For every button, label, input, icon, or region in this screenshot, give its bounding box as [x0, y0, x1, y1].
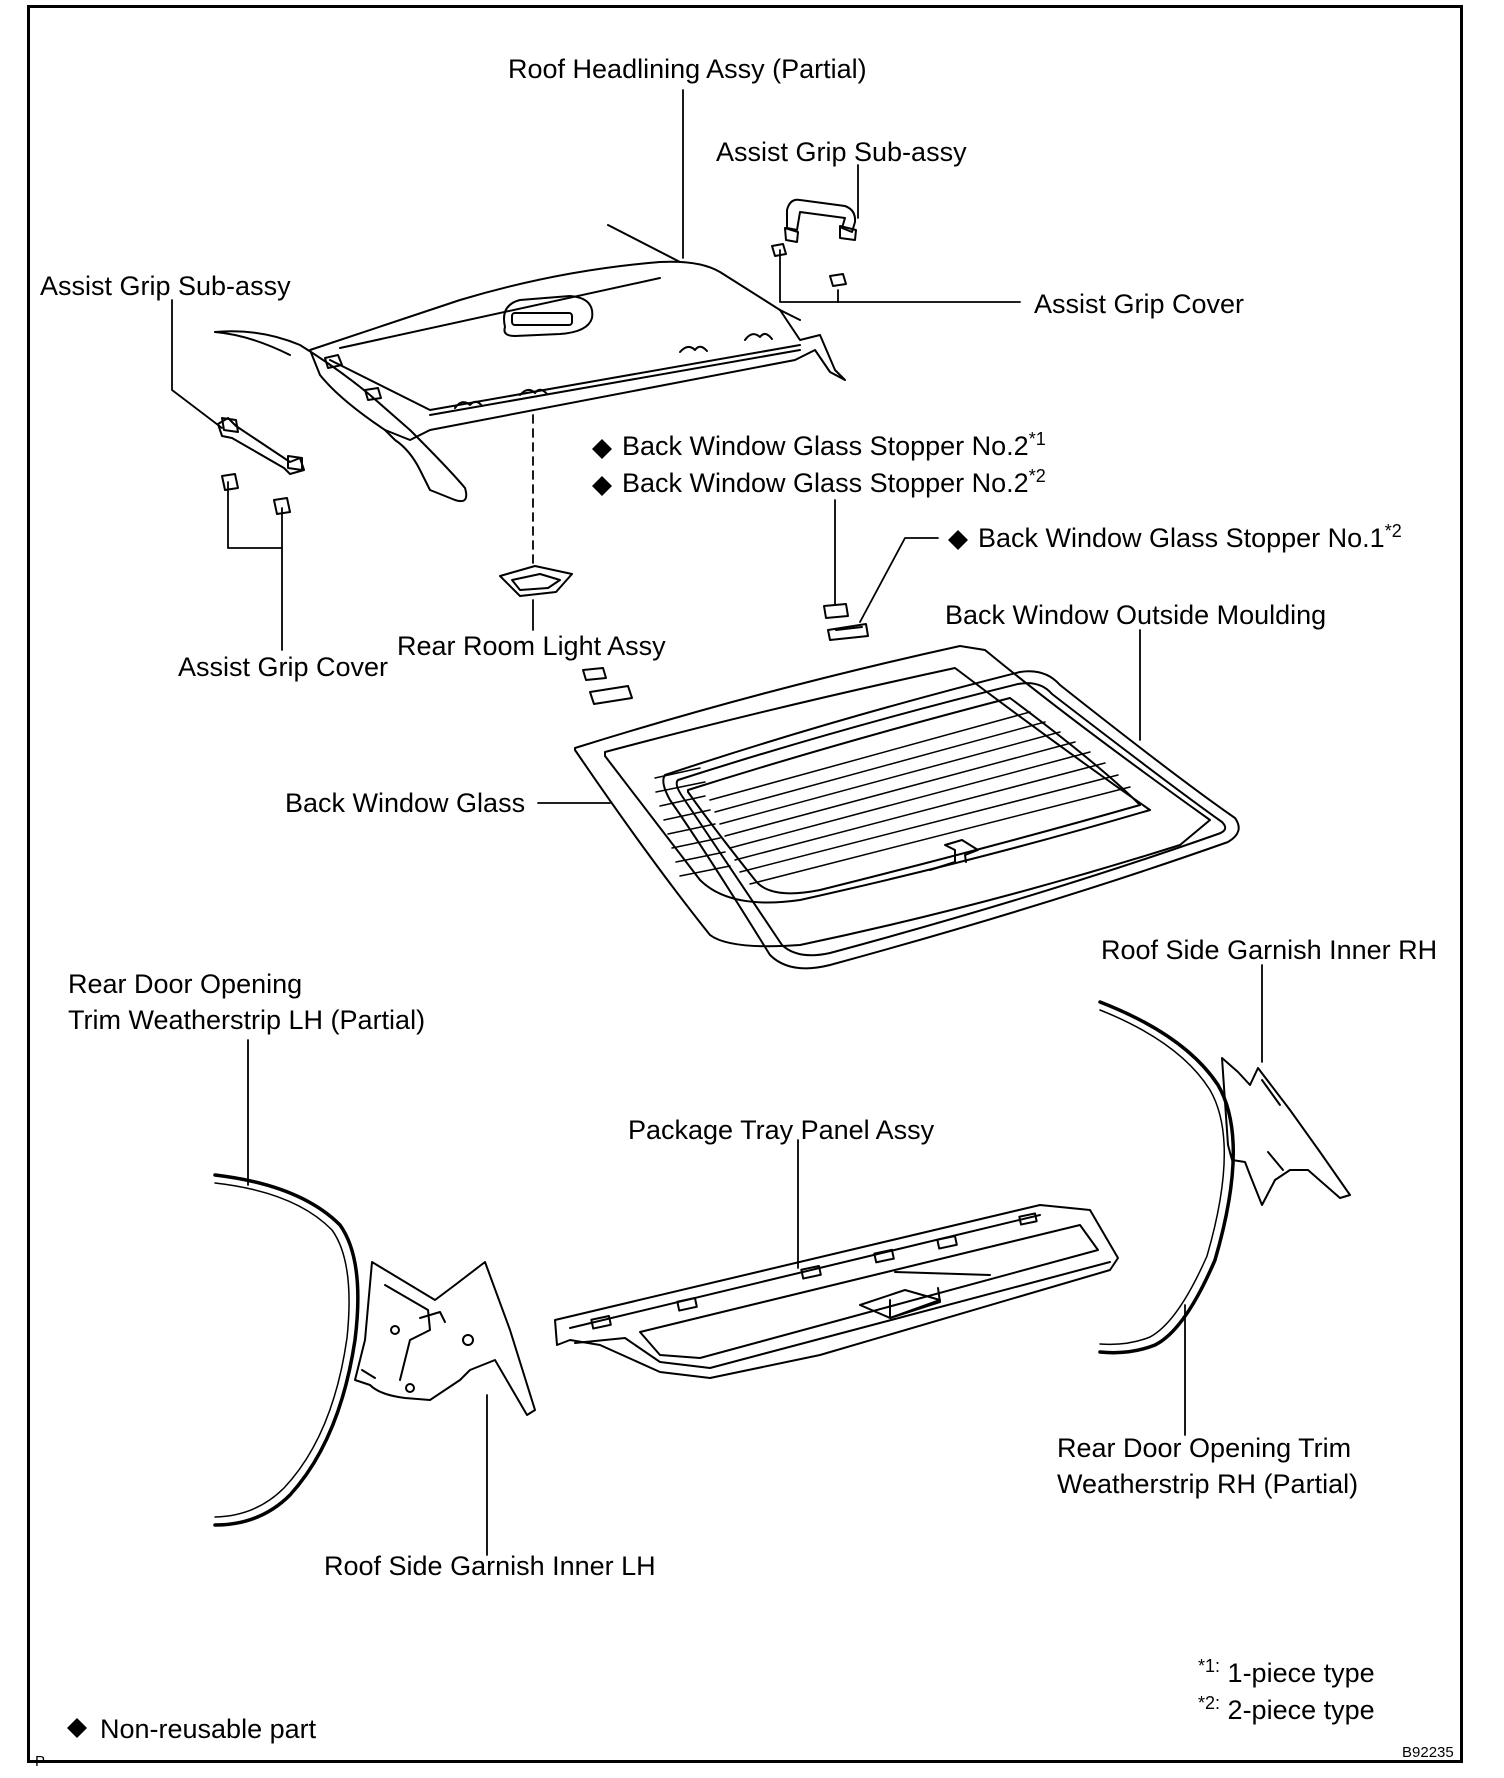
label-assist-grip-cover-left: Assist Grip Cover	[178, 652, 389, 682]
label-assist-grip-right: Assist Grip Sub-assy	[716, 137, 967, 167]
stopper2b-text: Back Window Glass Stopper No.2	[622, 468, 1029, 498]
stopper1-text: Back Window Glass Stopper No.1	[978, 523, 1385, 553]
label-back-window-glass: Back Window Glass	[285, 788, 526, 818]
label-assist-grip-cover-right: Assist Grip Cover	[1034, 289, 1245, 319]
package-tray-part	[554, 1204, 1119, 1379]
label-stopper-no2-1piece: Back Window Glass Stopper No.2*1	[622, 430, 1046, 462]
note-mark-2b: *2	[1384, 521, 1402, 541]
note-mark-1: *1	[1028, 429, 1046, 449]
weatherstrip-lh-part	[213, 1173, 360, 1527]
label-assist-grip-left: Assist Grip Sub-assy	[40, 271, 291, 301]
stopper2a-text: Back Window Glass Stopper No.2	[622, 431, 1029, 461]
label-back-window-moulding: Back Window Outside Moulding	[945, 600, 1327, 630]
label-rear-room-light: Rear Room Light Assy	[397, 631, 666, 661]
label-roof-side-garnish-rh: Roof Side Garnish Inner RH	[1101, 935, 1438, 965]
legend-note2-key: *2:	[1198, 1693, 1221, 1713]
label-weatherstrip-rh-2: Weatherstrip RH (Partial)	[1057, 1469, 1359, 1499]
label-stopper-no2-2piece: Back Window Glass Stopper No.2*2	[622, 467, 1046, 499]
assist-grip-left-part	[217, 417, 305, 515]
roof-headlining-part	[214, 224, 846, 503]
legend-note-2: *2: 2-piece type	[1198, 1694, 1375, 1726]
back-window-moulding-part	[662, 670, 1240, 970]
weatherstrip-rh-part	[1098, 1000, 1235, 1355]
leader-lines	[171, 89, 1263, 1556]
rear-room-light-part	[499, 565, 633, 705]
legend-note-1: *1: 1-piece type	[1198, 1657, 1375, 1689]
non-reusable-markers	[67, 439, 968, 1738]
label-weatherstrip-lh-1: Rear Door Opening	[68, 969, 303, 999]
corner-code-right: B92235	[1402, 1744, 1454, 1761]
corner-code-left: P	[35, 1753, 46, 1770]
legend-note1-text: 1-piece type	[1227, 1658, 1375, 1688]
roof-side-garnish-rh-part	[1221, 1057, 1351, 1206]
label-package-tray: Package Tray Panel Assy	[628, 1115, 935, 1145]
label-weatherstrip-rh-1: Rear Door Opening Trim	[1057, 1433, 1352, 1463]
label-roof-side-garnish-lh: Roof Side Garnish Inner LH	[324, 1551, 656, 1581]
legend-non-reusable: Non-reusable part	[100, 1714, 317, 1744]
roof-side-garnish-lh-part	[354, 1261, 536, 1416]
label-roof-headlining: Roof Headlining Assy (Partial)	[508, 54, 867, 84]
legend-note1-key: *1:	[1198, 1656, 1221, 1676]
label-weatherstrip-lh-2: Trim Weatherstrip LH (Partial)	[68, 1005, 426, 1035]
legend-note2-text: 2-piece type	[1227, 1695, 1375, 1725]
window-glass-stoppers-part	[823, 603, 869, 641]
note-mark-2: *2	[1028, 466, 1046, 486]
back-window-glass-part	[574, 645, 1211, 948]
assist-grip-right-part	[771, 198, 857, 287]
diagram-frame	[27, 5, 1463, 1763]
label-stopper-no1: Back Window Glass Stopper No.1*2	[978, 522, 1402, 554]
